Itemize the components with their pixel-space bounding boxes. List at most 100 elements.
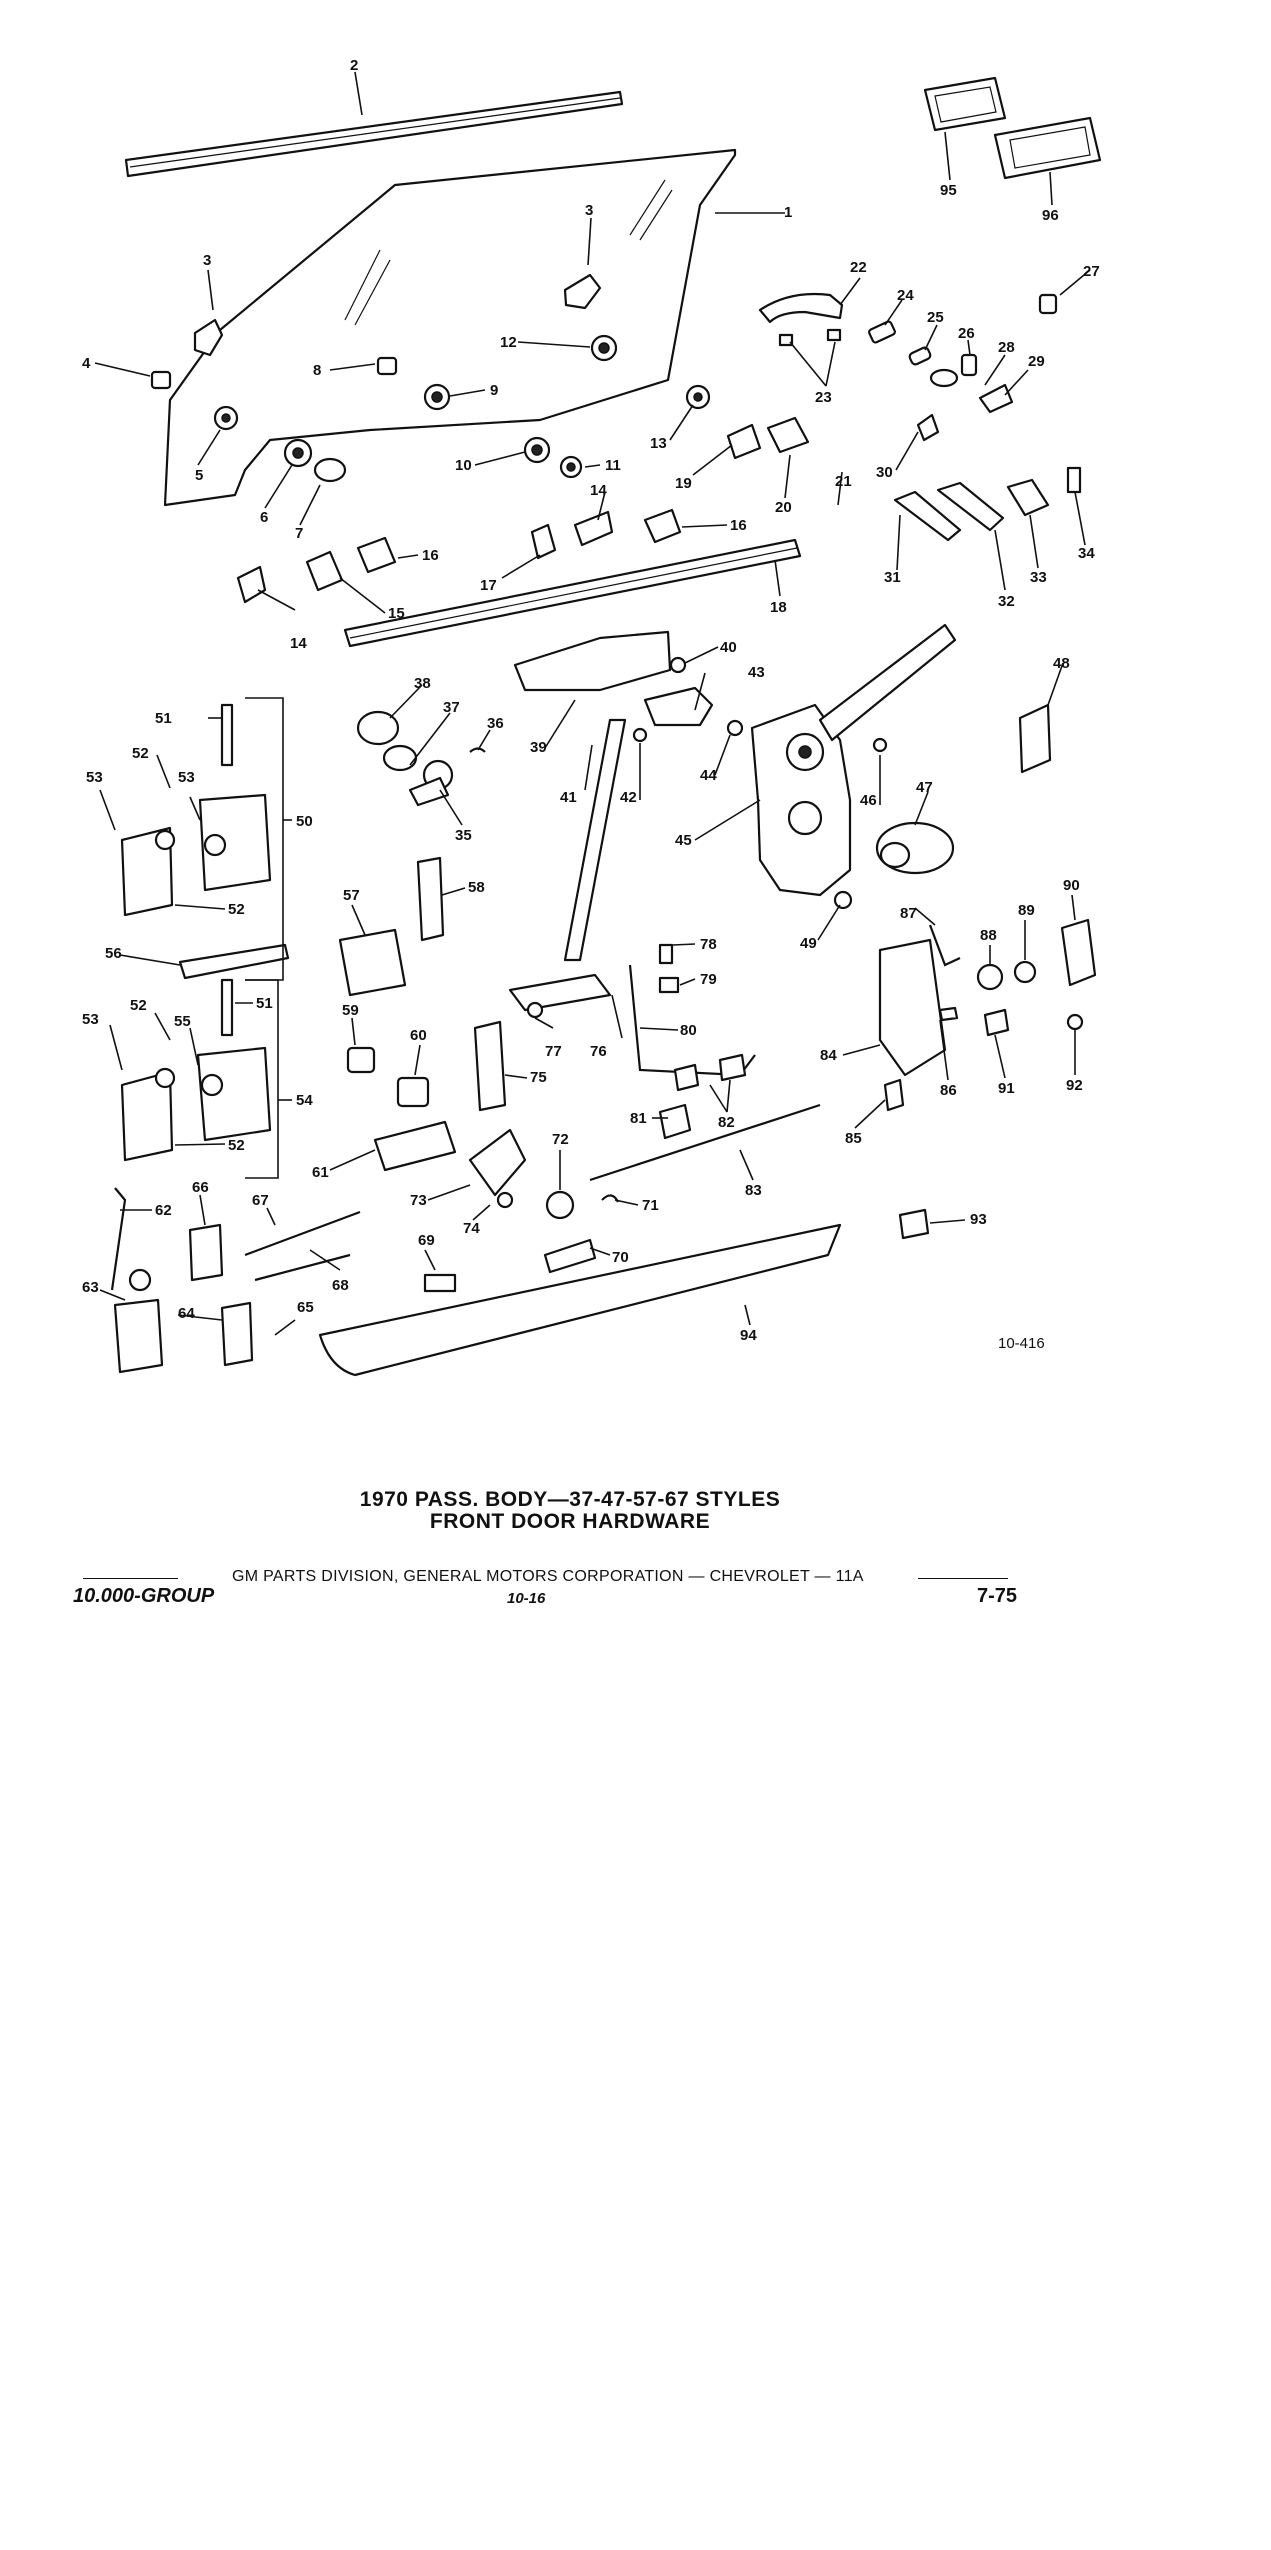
callout-79: 79 [700,971,717,988]
part-18-channel [343,538,802,648]
bracket-54 [245,979,292,1179]
callout-92: 92 [1066,1077,1083,1094]
callout-3b: 3 [585,202,593,219]
callout-20: 20 [775,499,792,516]
footer-group: 10.000-GROUP [73,1585,215,1607]
part-sash-group [236,416,810,604]
callout-65: 65 [297,1299,314,1316]
callout-90: 90 [1063,877,1080,894]
callout-88: 88 [980,927,997,944]
callout-70: 70 [612,1249,629,1266]
callout-52d: 52 [228,1137,245,1154]
callout-81: 81 [630,1110,647,1127]
part-1-door-glass [163,148,737,507]
callout-95: 95 [940,182,957,199]
callout-labels: 2 1 3 3 4 5 6 7 8 9 10 11 12 13 14 14 15… [82,57,1100,1344]
part-84-93-latch [878,918,1097,1240]
callout-53b: 53 [178,769,195,786]
callout-24: 24 [897,287,914,304]
callout-94: 94 [740,1327,757,1344]
callout-22: 22 [850,259,867,276]
callout-68: 68 [332,1277,349,1294]
callout-8: 8 [313,362,321,379]
callout-36: 36 [487,715,504,732]
callout-63: 63 [82,1279,99,1296]
callout-45: 45 [675,832,692,849]
callout-7: 7 [295,525,303,542]
leader-lines [94,71,1091,1336]
part-47-motor [875,821,955,875]
callout-34: 34 [1078,545,1095,562]
parts-diagram: 2 1 3 3 4 5 6 7 8 9 10 11 12 13 14 14 15… [82,57,1102,1377]
callout-17: 17 [480,577,497,594]
callout-28: 28 [998,339,1015,356]
callout-49: 49 [800,935,817,952]
callout-80: 80 [680,1022,697,1039]
callout-25: 25 [927,309,944,326]
part-69-77-group [423,973,619,1293]
callout-93: 93 [970,1211,987,1228]
callout-58: 58 [468,879,485,896]
footer-rule-left [83,1578,178,1579]
figure-reference: 10-416 [998,1335,1045,1352]
callout-12: 12 [500,334,517,351]
callout-78: 78 [700,936,717,953]
callout-33: 33 [1030,569,1047,586]
callout-59: 59 [342,1002,359,1019]
callout-15: 15 [388,605,405,622]
callout-41: 41 [560,789,577,806]
callout-10: 10 [455,457,472,474]
callout-74: 74 [463,1220,480,1237]
callout-18: 18 [770,599,787,616]
callout-51a: 51 [155,710,172,727]
callout-46: 46 [860,792,877,809]
callout-6: 6 [260,509,268,526]
part-48-bracket [1018,703,1052,774]
callout-44: 44 [700,767,717,784]
callout-91: 91 [998,1080,1015,1097]
callout-14a: 14 [290,635,307,652]
callout-55: 55 [174,1013,191,1030]
part-56-spring [178,943,290,980]
callout-13: 13 [650,435,667,452]
callout-30: 30 [876,464,893,481]
part-small-fasteners [632,656,888,910]
callout-31: 31 [884,569,901,586]
callout-32: 32 [998,593,1015,610]
part-2-weatherstrip [124,90,624,178]
callout-56: 56 [105,945,122,962]
callout-16b: 16 [730,517,747,534]
callout-48: 48 [1053,655,1070,672]
part-bushings [213,334,711,483]
callout-40: 40 [720,639,737,656]
part-78-83-rods [589,943,821,1182]
callout-67: 67 [252,1192,269,1209]
part-39-41-regulator-arm [513,630,672,962]
footer-date: 7-75 [977,1585,1018,1607]
callout-37: 37 [443,699,460,716]
callout-75: 75 [530,1069,547,1086]
part-3-stop [193,273,602,357]
footer-page-number: 10-16 [507,1590,546,1607]
callout-43: 43 [748,664,765,681]
part-95-96-escutcheons [923,76,1102,180]
callout-38: 38 [414,675,431,692]
part-62-68-group [110,1187,361,1374]
part-lock-group [893,413,1082,542]
callout-4: 4 [82,355,91,372]
callout-35: 35 [455,827,472,844]
part-57-58-group [338,856,445,997]
callout-89: 89 [1018,902,1035,919]
part-94-lower-trim [318,1223,842,1377]
callout-85: 85 [845,1130,862,1147]
callout-53a: 53 [86,769,103,786]
callout-39: 39 [530,739,547,756]
part-54-lower-hinge [120,978,272,1162]
callout-23: 23 [815,389,832,406]
callout-42: 42 [620,789,637,806]
callout-87: 87 [900,905,917,922]
callout-71: 71 [642,1197,659,1214]
callout-96: 96 [1042,207,1059,224]
callout-69: 69 [418,1232,435,1249]
callout-60: 60 [410,1027,427,1044]
